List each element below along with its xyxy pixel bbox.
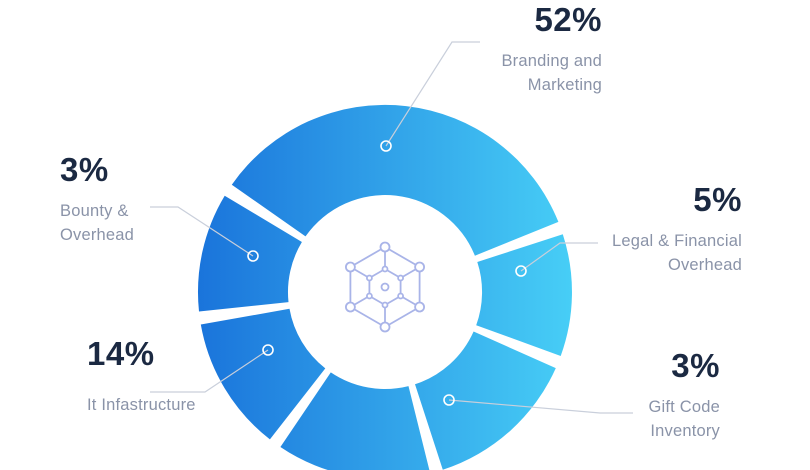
callout-branding: 52% Branding and Marketing xyxy=(450,1,602,97)
percent-legal: 5% xyxy=(693,181,742,218)
anchor-dot-gift xyxy=(443,394,455,406)
donut-segments xyxy=(197,104,572,470)
leader-line-bounty xyxy=(150,206,254,257)
label-bounty: Bounty & Overhead xyxy=(60,202,135,244)
anchor-dot-it xyxy=(262,344,274,356)
label-legal: Legal & Financial Overhead xyxy=(612,232,742,274)
donut-segment-gift xyxy=(415,331,556,470)
leader-line-legal xyxy=(520,242,598,272)
label-gift-code: Gift Code Inventory xyxy=(648,398,720,440)
callout-it-infrastructure: 14% It Infastructure xyxy=(87,335,196,418)
callout-gift-code: 3% Gift Code Inventory xyxy=(570,347,720,443)
leader-line-gift xyxy=(448,399,633,414)
percent-branding: 52% xyxy=(534,1,602,38)
percent-gift-code: 3% xyxy=(671,347,720,384)
hexagon-network-icon xyxy=(344,241,426,333)
leader-line-branding xyxy=(385,41,480,147)
callout-lines xyxy=(150,41,633,414)
leader-line-it xyxy=(150,349,269,393)
donut-segment-branding xyxy=(231,104,559,256)
percent-bounty: 3% xyxy=(60,151,109,188)
anchor-dot-legal xyxy=(515,265,527,277)
callout-bounty: 3% Bounty & Overhead xyxy=(60,151,135,247)
donut-segment-it xyxy=(200,308,326,440)
label-branding: Branding and Marketing xyxy=(501,52,602,94)
anchor-dot-branding xyxy=(380,140,392,152)
anchor-dot-bounty xyxy=(247,250,259,262)
callout-legal: 5% Legal & Financial Overhead xyxy=(590,181,742,277)
donut-segment-bottom xyxy=(280,372,430,470)
donut-segment-legal xyxy=(476,234,572,356)
percent-it-infrastructure: 14% xyxy=(87,335,155,372)
label-it-infrastructure: It Infastructure xyxy=(87,396,196,415)
